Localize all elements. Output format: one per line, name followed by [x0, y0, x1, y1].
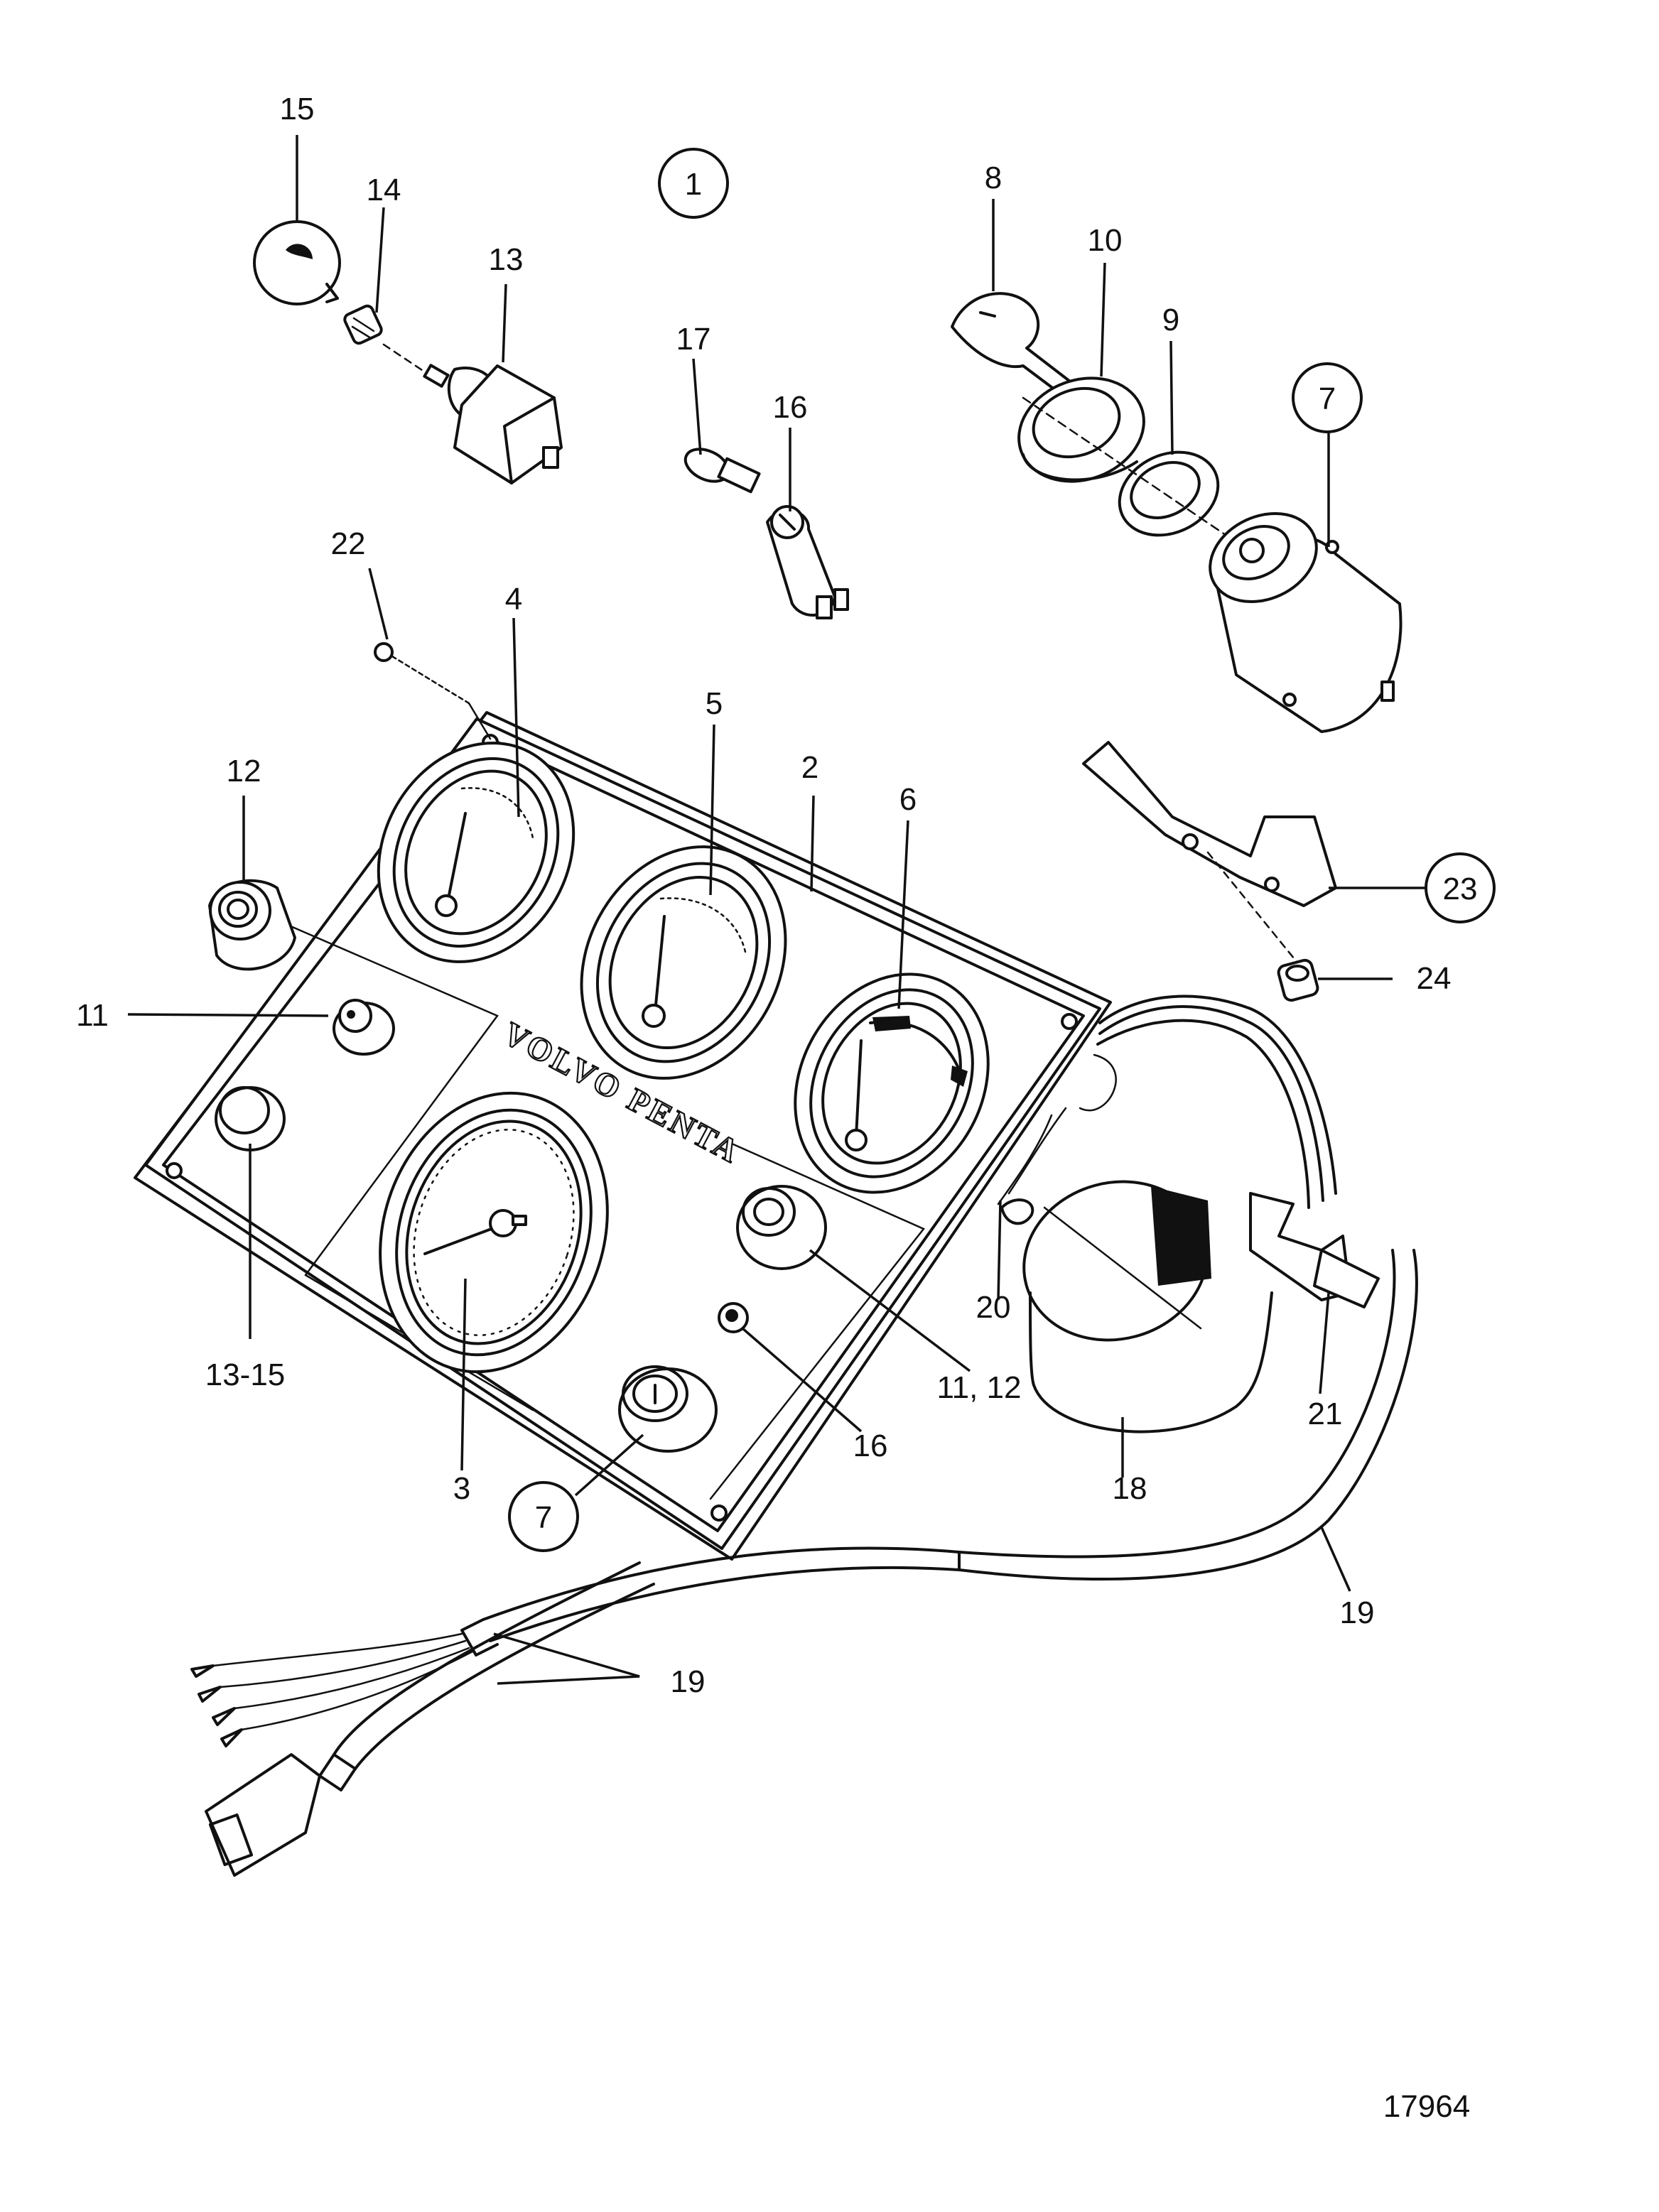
- bezel-10: [1017, 376, 1145, 483]
- gauge-6: [794, 972, 990, 1194]
- callout-16-bottom: 16: [853, 1428, 888, 1463]
- lamp-11-12: [736, 1185, 827, 1270]
- callout-24: 24: [1417, 961, 1452, 996]
- warning-lamp-11: [333, 999, 395, 1056]
- callout-6: 6: [899, 782, 917, 817]
- indicator-16: [718, 1302, 749, 1333]
- toggle-switch-13: [382, 343, 563, 484]
- clamp-ring-18: [1022, 1180, 1273, 1433]
- callout-13: 13: [489, 242, 524, 277]
- nut-24: [1277, 958, 1319, 1002]
- callout-7-bottom: 7: [535, 1500, 552, 1535]
- callout-19-left: 19: [671, 1664, 706, 1699]
- callout-19-right: 19: [1340, 1595, 1375, 1630]
- key-8: [951, 292, 1074, 399]
- callout-4: 4: [505, 582, 522, 617]
- callout-23: 23: [1443, 872, 1478, 906]
- bracket-23: [1082, 741, 1337, 967]
- callout-9: 9: [1162, 303, 1179, 337]
- ignition-switch-7: [1209, 511, 1403, 733]
- nut-ring-9: [1022, 396, 1245, 548]
- callout-22: 22: [331, 526, 366, 561]
- callout-labels: 1 15 14 13 17 16 8 10 9 7 22 4 5 2 6 12 …: [76, 92, 1496, 2124]
- gauge-5: [580, 845, 787, 1080]
- gauge-3-tachometer: [379, 1091, 609, 1374]
- figure-number: 17964: [1383, 2089, 1470, 2124]
- callout-1: 1: [685, 167, 702, 202]
- bulb-17: [683, 448, 761, 494]
- callout-17: 17: [676, 322, 711, 357]
- callout-10: 10: [1088, 223, 1123, 258]
- switch-button-13-15: [215, 1086, 286, 1151]
- callout-13-15: 13-15: [205, 1357, 286, 1392]
- cable-harness: [190, 1249, 1418, 1877]
- callout-11-12: 11, 12: [936, 1370, 1021, 1405]
- clip-21: [1249, 1192, 1380, 1308]
- callout-15: 15: [280, 92, 315, 126]
- lamp-12: [208, 879, 296, 971]
- callout-12: 12: [227, 754, 261, 788]
- ignition-switch-7-mounted: [618, 1365, 718, 1453]
- callout-16-top: 16: [773, 390, 808, 425]
- callout-2: 2: [801, 750, 818, 785]
- callout-14: 14: [367, 173, 401, 207]
- callout-21: 21: [1308, 1397, 1343, 1431]
- leader-lines: [127, 135, 1428, 1685]
- callout-11: 11: [76, 998, 109, 1033]
- callout-3: 3: [453, 1471, 470, 1506]
- bulb-holder-16: [766, 505, 849, 619]
- callout-20: 20: [976, 1290, 1011, 1325]
- callout-5: 5: [706, 686, 723, 721]
- screw-22: [374, 642, 492, 740]
- callout-18: 18: [1113, 1471, 1147, 1506]
- panel-wiring: [997, 994, 1337, 1225]
- knob-15: [253, 220, 341, 305]
- nut-14: [343, 304, 383, 345]
- gauge-4: [377, 742, 575, 963]
- callout-8: 8: [985, 161, 1002, 195]
- callout-7-top: 7: [1319, 381, 1336, 416]
